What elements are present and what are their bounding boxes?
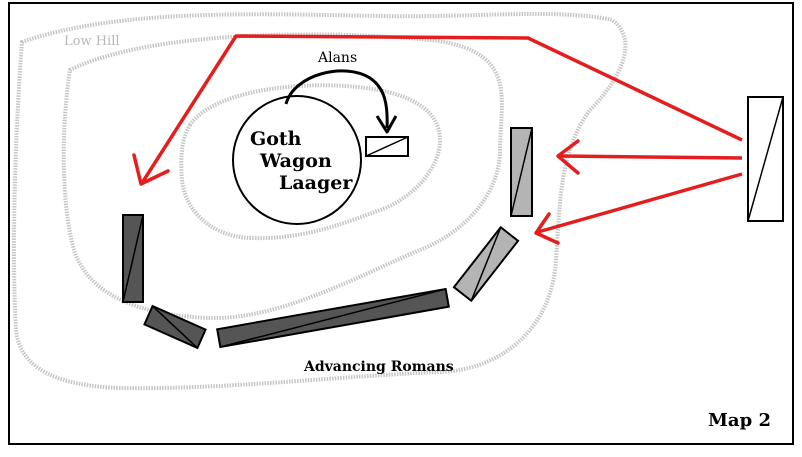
hill-contour-middle <box>61 32 504 321</box>
hill-contour-inner <box>179 83 443 241</box>
low-hill-label: Low Hill <box>64 34 120 49</box>
flank-arrow-middle <box>556 139 743 175</box>
roman-unit-southwest <box>143 304 207 350</box>
roman-unit-southeast <box>452 225 520 303</box>
laager-label-line3: Laager <box>279 172 353 194</box>
map-number-label: Map 2 <box>708 410 771 431</box>
laager-label-line1: Goth <box>250 128 302 150</box>
alans-label: Alans <box>318 50 358 66</box>
roman-unit-west <box>122 214 144 303</box>
goth-wagon-laager-circle <box>232 95 362 225</box>
alans-unit <box>365 136 409 157</box>
map-border <box>8 2 794 445</box>
hill-contour-outer <box>12 11 628 391</box>
laager-label-line2: Wagon <box>260 150 332 172</box>
flank-arrow-north <box>132 34 743 186</box>
roman-unit-east <box>510 127 533 217</box>
advancing-romans-label: Advancing Romans <box>304 359 454 375</box>
flank-arrow-south <box>534 172 743 245</box>
roman-cavalry-unit-right <box>747 96 784 222</box>
roman-unit-main-line <box>216 287 450 349</box>
alans-arrow <box>284 69 398 134</box>
